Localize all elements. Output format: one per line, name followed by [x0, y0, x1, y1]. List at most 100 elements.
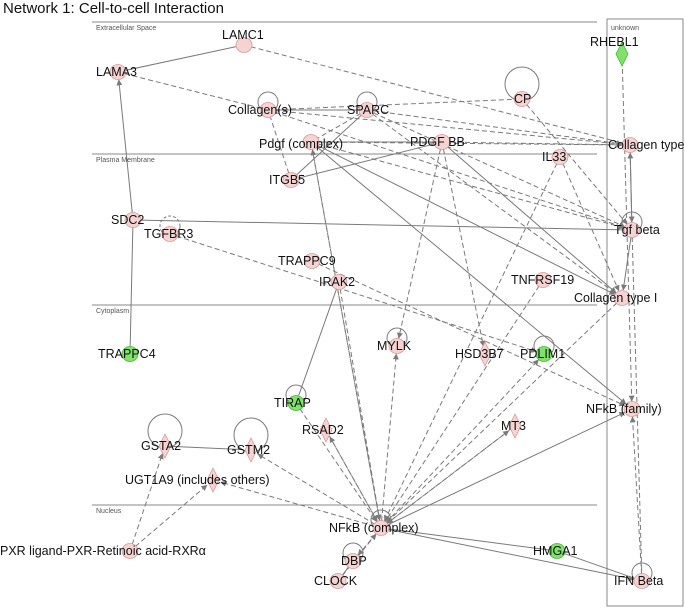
node-SPARC[interactable]: SPARC — [347, 102, 389, 118]
edge-Pdgf-NFkBfamily — [316, 146, 627, 405]
node-CLOCK[interactable]: CLOCK — [314, 573, 358, 589]
node-TRAPPC4[interactable]: TRAPPC4 — [98, 346, 156, 362]
node-IFNbeta[interactable]: IFN Beta — [614, 573, 663, 589]
node-IL33[interactable]: IL33 — [542, 149, 569, 165]
node-LAMC1[interactable]: LAMC1 — [222, 28, 264, 53]
edge-SPARC-Pdgf — [317, 113, 362, 139]
node-GSTM2[interactable]: GSTM2 — [227, 437, 270, 463]
unknown-compartment — [606, 18, 684, 607]
edge-Pdgf-Tgfbeta — [317, 143, 625, 230]
node-MT3[interactable]: MT3 — [501, 413, 526, 439]
node-label: CP — [514, 92, 531, 106]
edge-TNFRSF19-NFkBcomplex — [384, 285, 540, 522]
node-TIRAP[interactable]: TIRAP — [274, 395, 311, 411]
node-IRAK2[interactable]: IRAK2 — [319, 274, 355, 290]
node-shape-diamond — [615, 41, 629, 67]
node-shape-circle — [287, 395, 305, 411]
node-label: NFkB (family) — [586, 402, 662, 416]
node-RSAD2[interactable]: RSAD2 — [302, 417, 344, 443]
node-NFkBcomplex[interactable]: NFkB (complex) — [329, 520, 419, 536]
node-SDC2[interactable]: SDC2 — [111, 212, 144, 228]
edges — [116, 46, 643, 582]
node-RHEBL1[interactable]: RHEBL1 — [590, 35, 639, 67]
node-UGT1A9[interactable]: UGT1A9 (includes others) — [125, 467, 270, 493]
edge-NFkBcomplex-Pdgf — [310, 149, 381, 522]
node-NFkBfamily[interactable]: NFkB (family) — [586, 401, 662, 417]
node-label: HSD3B7 — [455, 347, 504, 361]
node-label: MT3 — [501, 419, 526, 433]
node-TRAPPC9[interactable]: TRAPPC9 — [278, 253, 336, 269]
node-ITGB5[interactable]: ITGB5 — [269, 172, 305, 188]
node-label: Tgf beta — [614, 223, 660, 237]
node-shape-circle — [161, 226, 179, 242]
node-shape-diamond — [319, 417, 333, 443]
node-shape-circle — [121, 346, 139, 362]
node-label: SPARC — [347, 103, 389, 117]
node-shape-circle — [235, 37, 253, 53]
node-label: UGT1A9 (includes others) — [125, 473, 270, 487]
edge-CP-Tgfbeta — [526, 104, 628, 225]
node-shape-circle — [124, 212, 142, 228]
edge-ITGB5-PDGFBB — [297, 143, 435, 179]
node-PDGFBB[interactable]: PDGF BB — [410, 134, 465, 150]
node-shape-circle — [282, 172, 300, 188]
node-GSTA2[interactable]: GSTA2 — [141, 433, 181, 459]
node-label: Collagen(s) — [228, 103, 292, 117]
edge-SDC2-Tgfbeta — [139, 219, 625, 231]
node-shape-circle — [109, 64, 127, 80]
edge-PXR-UGT1A9 — [134, 484, 208, 547]
layer-label-unknown: unknown — [611, 25, 639, 32]
edge-Collagens-Tgfbeta — [274, 111, 625, 229]
edge-Collagens-CP — [274, 98, 515, 111]
node-shape-circle — [329, 573, 347, 589]
edge-IL33-CollagenI — [562, 163, 620, 292]
node-PDLIM1[interactable]: PDLIM1 — [520, 346, 565, 362]
node-DBP[interactable]: DBP — [341, 553, 367, 569]
edge-LAMA3-Collagens — [124, 73, 261, 109]
node-label: DBP — [341, 554, 367, 568]
node-shape-circle — [121, 543, 139, 559]
edge-NFkBcomplex-MYLK — [381, 353, 399, 522]
node-label: TRAPPC4 — [98, 347, 156, 361]
node-label: ITGB5 — [269, 173, 305, 187]
edge-SPARC-CollagenIV — [373, 110, 623, 147]
node-shape-diamond — [158, 433, 172, 459]
node-label: LAMC1 — [222, 28, 264, 42]
edge-Pdgf-CollagenI — [317, 144, 616, 295]
edge-TGFBR3-PDLIM1 — [176, 235, 537, 353]
node-label: LAMA3 — [96, 65, 137, 79]
node-shape-diamond — [508, 413, 522, 439]
edge-SDC2-LAMA3 — [116, 79, 133, 214]
node-HSD3B7[interactable]: HSD3B7 — [455, 341, 504, 367]
node-TNFRSF19[interactable]: TNFRSF19 — [511, 272, 574, 288]
node-shape-circle — [433, 134, 451, 150]
node-Collagens[interactable]: Collagen(s) — [228, 102, 292, 118]
node-shape-diamond — [478, 341, 492, 367]
node-label: IL33 — [542, 150, 566, 164]
node-Pdgf[interactable]: Pdgf (complex) — [259, 134, 343, 152]
edge-Pdgf-CollagenIV — [317, 141, 623, 148]
node-CollagenIV[interactable]: Collagen type IV — [608, 137, 685, 153]
edge-LAMC1-CollagenIV — [250, 46, 623, 144]
node-HMGA1[interactable]: HMGA1 — [533, 543, 578, 559]
node-TGFBR3[interactable]: TGFBR3 — [144, 226, 193, 242]
node-shape-circle — [623, 401, 641, 417]
node-MYLK[interactable]: MYLK — [377, 338, 412, 354]
node-PXR[interactable]: PXR ligand-PXR-Retinoic acid-RXRα — [0, 543, 206, 559]
node-shape-circle — [548, 543, 566, 559]
node-shape-circle — [358, 102, 376, 118]
node-label: TRAPPC9 — [278, 254, 336, 268]
node-LAMA3[interactable]: LAMA3 — [96, 64, 137, 80]
node-shape-circle — [633, 573, 651, 589]
edge-NFkBcomplex-NFkBfamily — [387, 411, 626, 526]
edge-CLOCK-NFkBcomplex — [342, 533, 377, 576]
node-Tgfbeta[interactable]: Tgf beta — [614, 222, 660, 238]
node-label: TNFRSF19 — [511, 273, 574, 287]
node-CollagenI[interactable]: Collagen type I — [574, 290, 657, 306]
edge-TRAPPC9-NFkBfamily — [318, 263, 626, 407]
node-label: GSTA2 — [141, 439, 181, 453]
edge-PDGFBB-MYLK — [396, 148, 441, 339]
edge-PDGFBB-HSD3B7 — [442, 148, 486, 347]
node-CP[interactable]: CP — [513, 91, 531, 107]
node-shape-circle — [623, 222, 641, 238]
